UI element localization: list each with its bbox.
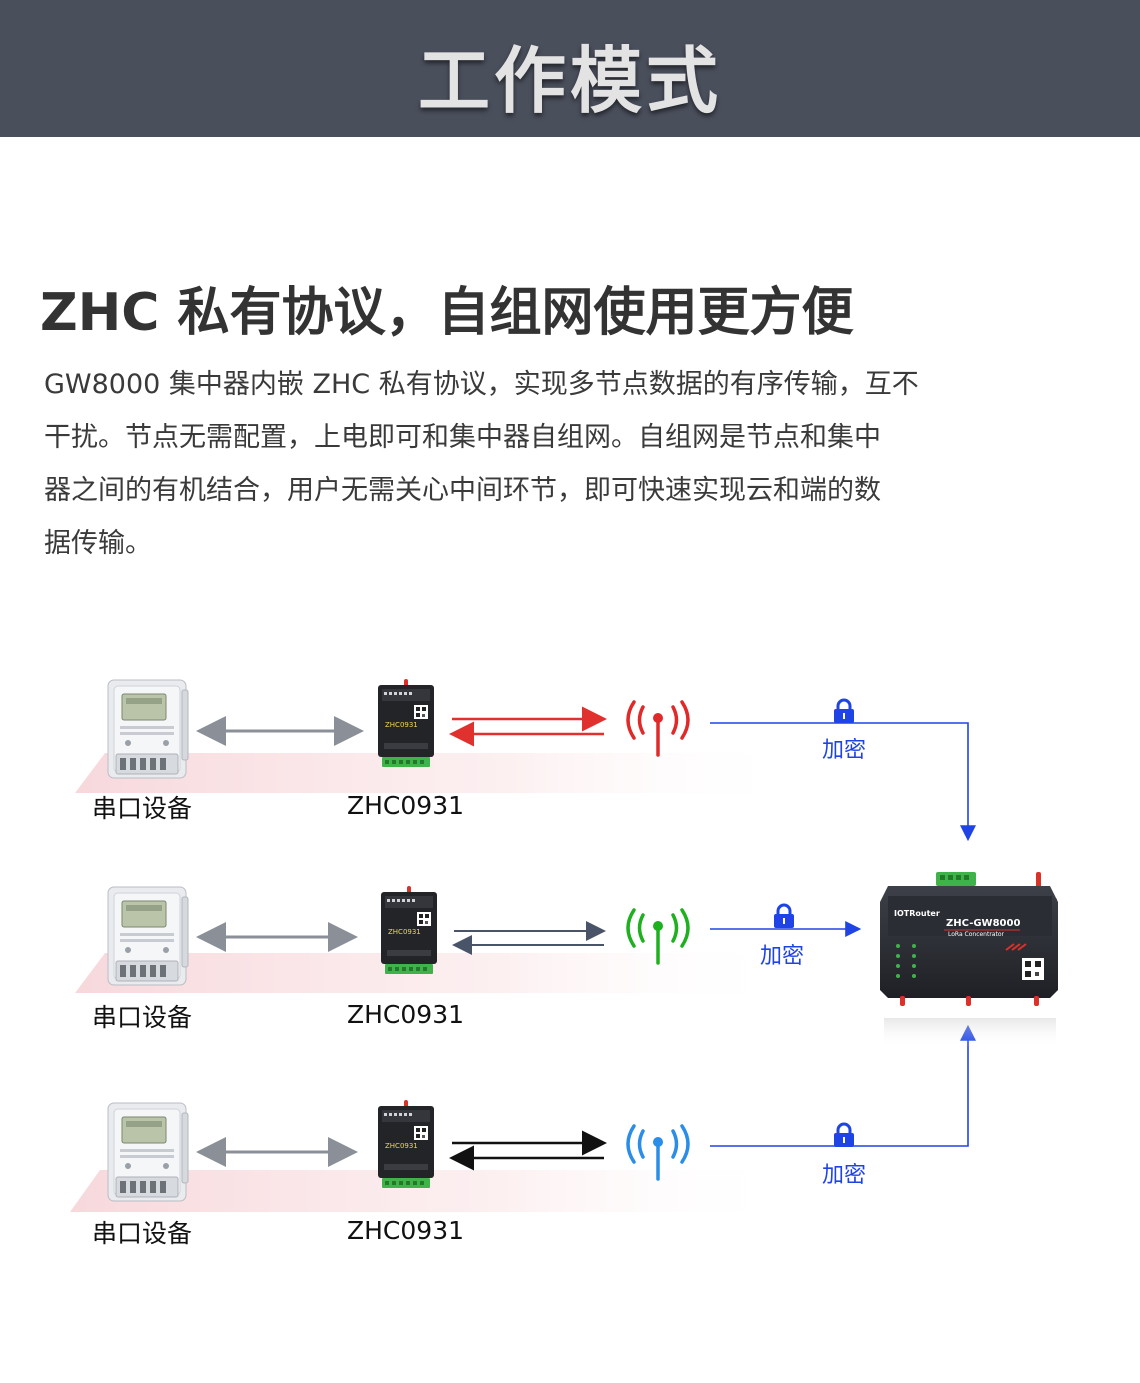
node-device-text: ZHC0931 <box>385 721 418 729</box>
encrypt-uplink-line <box>710 722 976 842</box>
serial-device-icon <box>107 1102 189 1202</box>
signal-antenna-icon <box>626 1124 690 1181</box>
gateway-brand: IOTRouter <box>894 909 940 918</box>
section-headline: ZHC 私有协议，自组网使用更方便 <box>40 283 854 343</box>
serial-device-label: 串口设备 <box>92 1219 192 1248</box>
encrypt-label: 加密 <box>822 1163 866 1188</box>
header-banner: 工作模式 <box>0 0 1140 137</box>
lock-icon <box>772 903 796 930</box>
lock-icon <box>832 1122 856 1149</box>
page-title: 工作模式 <box>417 39 722 123</box>
serial-device-icon <box>107 679 189 779</box>
encrypt-uplink-line <box>710 1024 976 1147</box>
encrypt-label: 加密 <box>822 738 866 763</box>
floor-shadow <box>70 1170 790 1212</box>
row-2: ZHC0931 加密 串口设备 ZHC0931 <box>75 886 862 1032</box>
serial-device-label: 串口设备 <box>92 794 192 823</box>
network-diagram: ZHC0931 加密 串口设备 ZHC0931 ZHC0931 加密 <box>70 679 1058 1248</box>
floor-shadow <box>75 753 800 793</box>
lock-icon <box>832 698 856 725</box>
serial-device-label: 串口设备 <box>92 1003 192 1032</box>
node-label: ZHC0931 <box>347 791 464 820</box>
encrypt-label: 加密 <box>760 944 804 969</box>
description-line: 干扰。节点无需配置，上电即可和集中器自组网。自组网是节点和集中 <box>44 422 881 453</box>
node-device-text: ZHC0931 <box>388 928 421 936</box>
row-1: ZHC0931 加密 串口设备 ZHC0931 <box>75 679 976 842</box>
description-paragraph: GW8000 集中器内嵌 ZHC 私有协议，实现多节点数据的有序传输，互不 干扰… <box>44 358 1034 570</box>
description-line: 器之间的有机结合，用户无需关心中间环节，即可快速实现云和端的数 <box>44 475 881 506</box>
node-label: ZHC0931 <box>347 1216 464 1245</box>
description-line: GW8000 集中器内嵌 ZHC 私有协议，实现多节点数据的有序传输，互不 <box>44 369 919 400</box>
serial-device-icon <box>107 886 189 986</box>
signal-antenna-icon <box>626 908 690 965</box>
row-3: ZHC0931 加密 串口设备 ZHC0931 <box>70 1024 976 1248</box>
gateway-subtitle: LoRa Concentrator <box>948 931 1005 938</box>
signal-antenna-icon <box>626 700 690 757</box>
gateway-model: ZHC-GW8000 <box>946 918 1020 929</box>
gateway-reflection <box>884 1018 1056 1048</box>
node-label: ZHC0931 <box>347 1000 464 1029</box>
gateway-device: IOTRouter ZHC-GW8000 LoRa Concentrator <box>880 872 1058 1048</box>
description-line: 据传输。 <box>44 528 152 559</box>
status-leds <box>896 944 916 978</box>
node-device-text: ZHC0931 <box>385 1142 418 1150</box>
